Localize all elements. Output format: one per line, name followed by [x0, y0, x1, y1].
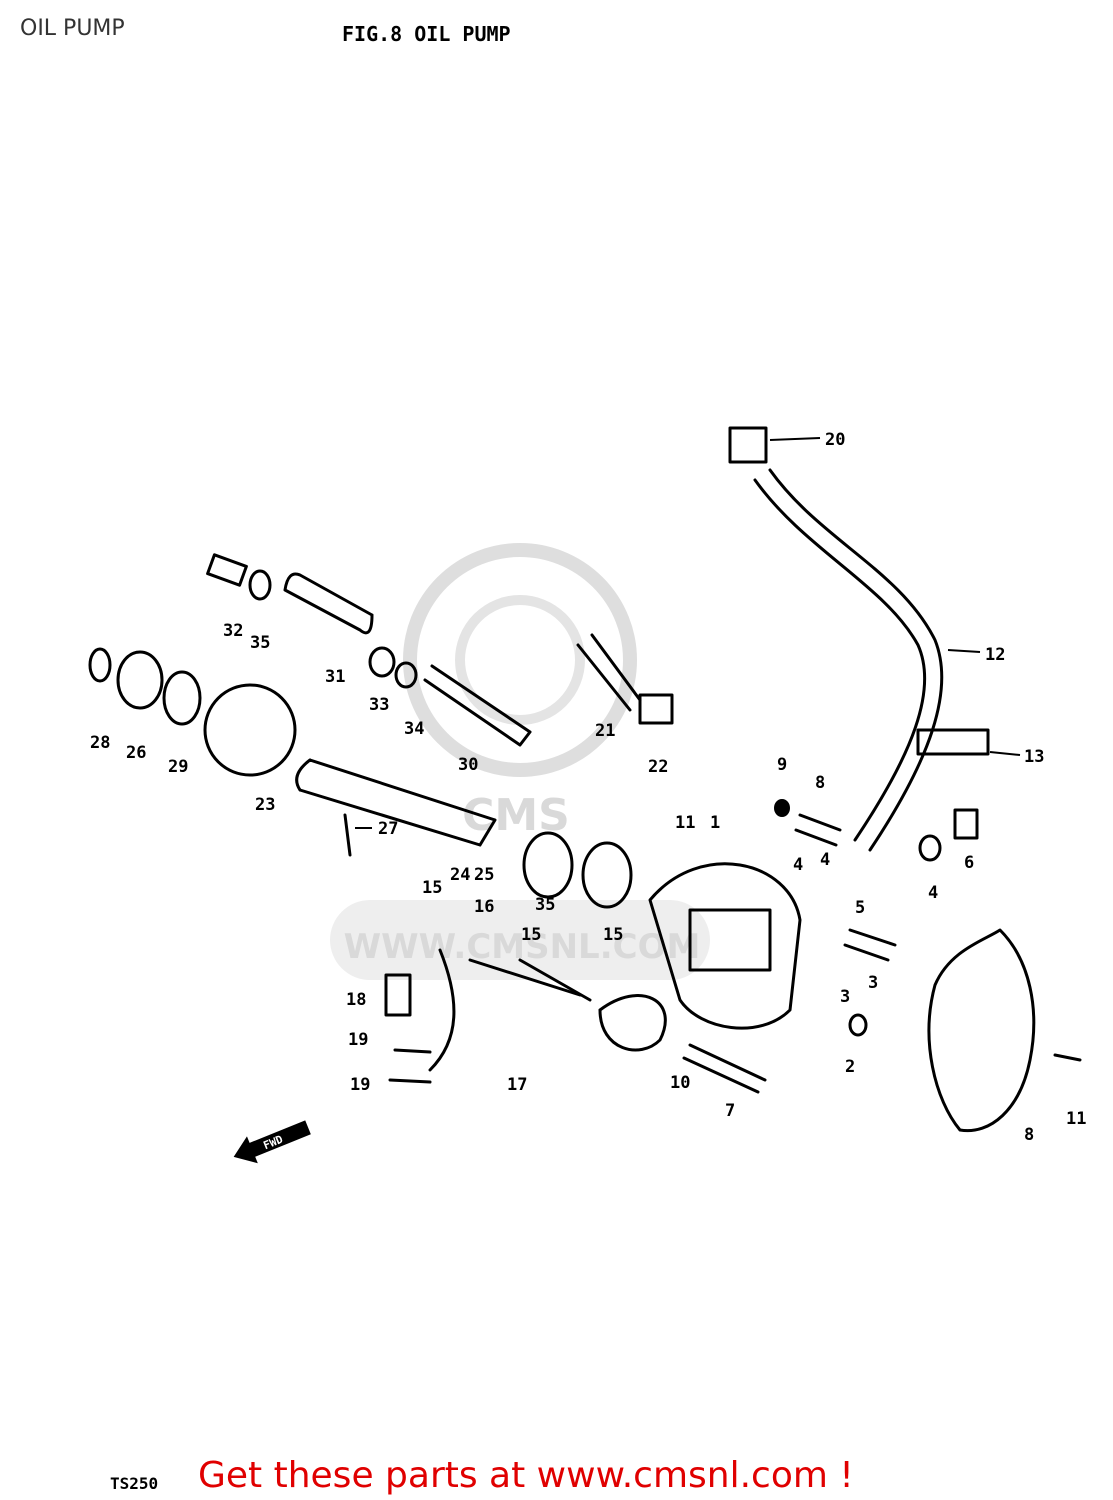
callout-15-c: 15	[603, 925, 623, 945]
part-34	[248, 569, 272, 601]
callout-26: 27	[378, 819, 398, 839]
part-2	[848, 1013, 868, 1037]
callout-24: 25	[474, 865, 494, 885]
part-18	[384, 973, 412, 1017]
callout-35-a: 35	[535, 895, 555, 915]
callout-10: 11	[1066, 1109, 1086, 1129]
callout-17: 17	[507, 1075, 527, 1095]
part-4	[918, 834, 942, 862]
callout-29: 30	[458, 755, 478, 775]
callout-1: 1	[710, 813, 720, 833]
part-33	[394, 661, 418, 689]
callout-33: 34	[404, 719, 424, 739]
callout-4-c: 5	[855, 898, 865, 918]
callout-20: 21	[595, 721, 615, 741]
part-8	[774, 799, 790, 817]
callout-3-a: 3	[868, 973, 878, 993]
callout-4-a: 4	[793, 855, 803, 875]
part-11	[648, 862, 802, 1030]
callout-23: 24	[450, 865, 470, 885]
callout-5: 6	[964, 853, 974, 873]
part-21	[638, 693, 674, 725]
callout-12: 12	[985, 645, 1005, 665]
callout-27: 28	[90, 733, 110, 753]
callout-25: 26	[126, 743, 146, 763]
part-15	[518, 958, 592, 1002]
part-3	[843, 928, 897, 962]
callout-4-b: 4	[820, 850, 830, 870]
part-17	[428, 948, 582, 1072]
callout-labels: 20 12 13 32 35 31 33 34 30 21 22 28 26 2…	[90, 430, 1086, 1145]
part-7	[794, 813, 842, 847]
oil-pump-body	[648, 799, 979, 1094]
callout-11: 11	[675, 813, 695, 833]
callout-6: 7	[725, 1101, 735, 1121]
part-22	[203, 683, 297, 777]
part-29	[423, 664, 532, 747]
callout-22: 23	[255, 795, 275, 815]
part-6	[682, 1043, 767, 1094]
callout-32: 33	[369, 695, 389, 715]
callout-31: 32	[223, 621, 243, 641]
page-label: OIL PUMP	[20, 16, 125, 41]
callout-21: 22	[648, 757, 668, 777]
callout-30: 31	[325, 667, 345, 687]
callout-8-top: 9	[777, 755, 787, 775]
figure-title: FIG.8 OIL PUMP	[342, 22, 511, 46]
callout-9: 8	[1024, 1125, 1034, 1145]
part-35-a	[522, 831, 574, 899]
part-23-24	[295, 758, 497, 847]
callout-3-b: 3	[840, 987, 850, 1007]
part-30	[283, 572, 374, 635]
part-19	[388, 1048, 432, 1084]
callout-15-a: 15	[422, 878, 442, 898]
callout-16: 16	[474, 897, 494, 917]
part-5	[953, 808, 979, 840]
hose-clamp	[728, 426, 768, 464]
part-20	[576, 633, 642, 712]
part-1	[688, 908, 772, 972]
cta-link[interactable]: Get these parts at www.cmsnl.com !	[198, 1455, 854, 1496]
callout-19-a: 19	[348, 1030, 368, 1050]
callout-4-d: 4	[928, 883, 938, 903]
watermark: CMS WWW.CMSNL.COM	[330, 543, 710, 980]
callout-2: 2	[845, 1057, 855, 1077]
forward-arrow-icon: FWD	[233, 1120, 311, 1164]
part-27	[88, 647, 112, 683]
model-code: TS250	[110, 1474, 159, 1493]
part-28	[162, 670, 202, 726]
oil-hose	[728, 426, 990, 852]
callout-15-b: 15	[521, 925, 541, 945]
callout-28: 29	[168, 757, 188, 777]
part-35-b	[581, 841, 633, 909]
part-32	[368, 646, 396, 678]
part-26	[343, 813, 352, 857]
leader-lines	[355, 437, 1021, 829]
callout-13: 20	[825, 430, 845, 450]
shaft-assembly	[88, 553, 674, 909]
pump-lever-assembly	[384, 948, 667, 1084]
part-25	[116, 650, 164, 710]
callout-8-bottom: 10	[670, 1073, 690, 1093]
part-9	[927, 928, 1036, 1133]
callout-14: 13	[1024, 747, 1044, 767]
callout-7: 8	[815, 773, 825, 793]
part-31	[206, 553, 248, 587]
callout-18: 18	[346, 990, 366, 1010]
callout-34: 35	[250, 633, 270, 653]
part-10	[1053, 1053, 1082, 1062]
callout-19-b: 19	[350, 1075, 370, 1095]
part-16	[598, 994, 667, 1052]
hose-holder	[916, 728, 990, 756]
